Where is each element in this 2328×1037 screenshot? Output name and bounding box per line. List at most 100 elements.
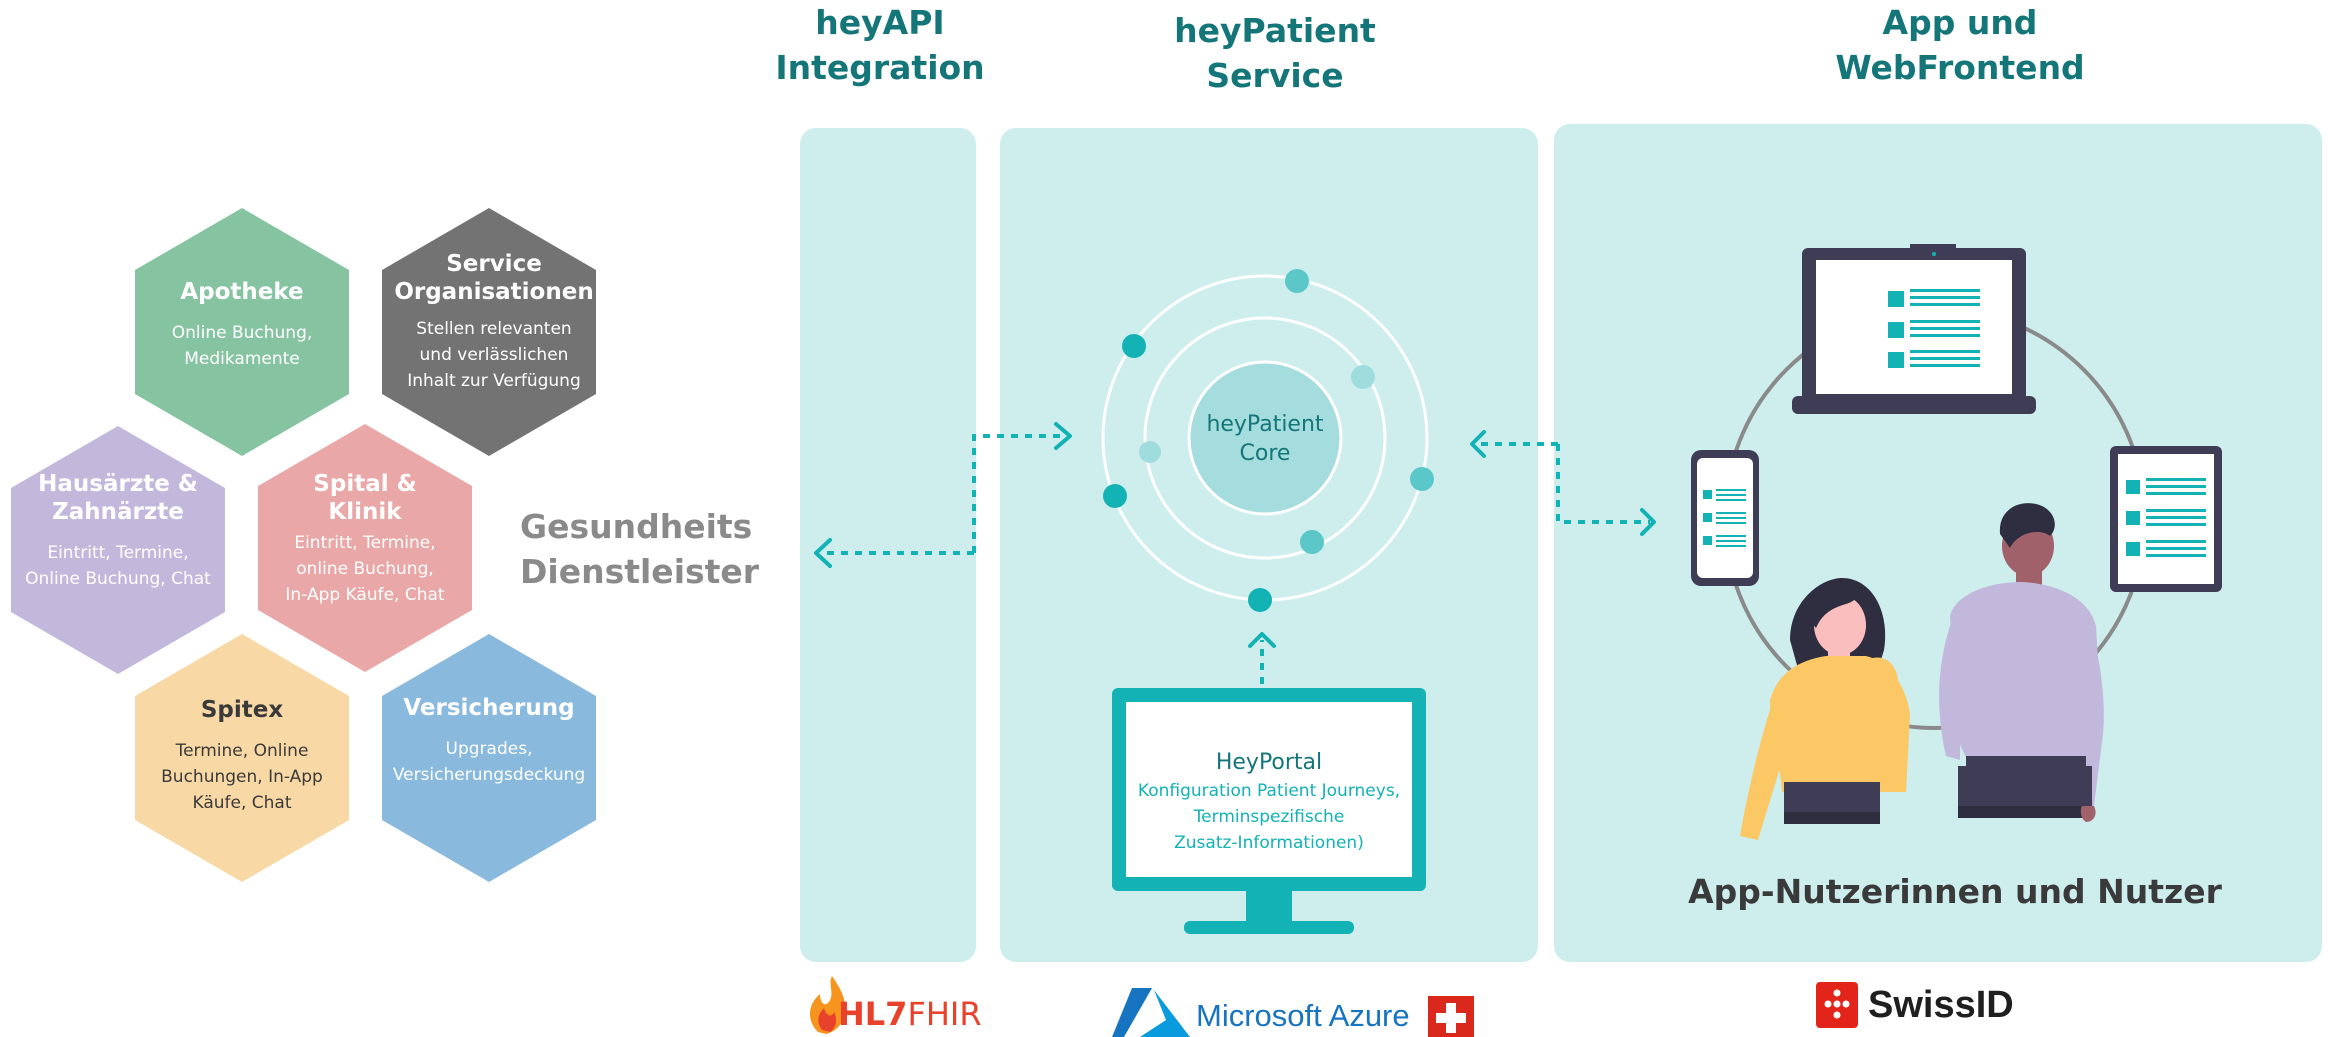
hexagon-title-line: Versicherung (403, 695, 575, 721)
core-label-line1: heyPatient (1206, 412, 1324, 437)
hexagon-desc-line: Termine, Online (175, 741, 309, 761)
hexagon-versicherung (382, 634, 596, 882)
portal-desc-line: Konfiguration Patient Journeys, (1137, 781, 1401, 801)
arrow-head-up-core (1248, 632, 1276, 648)
hl7-fhir-logo: HL7FHIR (838, 992, 982, 1036)
hexagon-desc-line: Versicherungsdeckung (392, 765, 586, 785)
person-man-icon (1939, 503, 2104, 822)
column-title-api-line2: Integration (775, 48, 985, 87)
hexagon-apotheke (135, 208, 349, 456)
hexagon-desc-line: Online Buchung, (171, 323, 313, 343)
hexagon-apotheke-text: Apotheke Online Buchung, Medikamente (140, 278, 344, 372)
hexagon-versicherung-text: Versicherung Upgrades, Versicherungsdeck… (384, 694, 594, 788)
swissid-logo-text: SwissID (1868, 984, 2014, 1026)
api-panel (800, 128, 976, 962)
hexagon-title-line: Hausärzte & (38, 471, 198, 497)
orbit-dot (1122, 334, 1146, 358)
users-label: App-Nutzerinnen und Nutzer (1688, 872, 2222, 911)
swiss-flag-icon (1428, 996, 1474, 1037)
arrow-head-left (814, 538, 832, 568)
hexagon-title: Hausärzte & Zahnärzte (12, 470, 224, 526)
hexagon-desc-line: Medikamente (184, 349, 300, 369)
orbit-dot (1248, 588, 1272, 612)
hl7-text: HL7 (838, 995, 908, 1033)
azure-logo-icon (1112, 988, 1190, 1037)
hexagon-desc-line: Buchungen, In-App (161, 767, 323, 787)
orbit-dots (1103, 269, 1434, 612)
portal-title: HeyPortal (1215, 750, 1323, 775)
hexagon-desc-line: Käufe, Chat (192, 793, 292, 813)
hexagon-hausaerzte-text: Hausärzte & Zahnärzte Eintritt, Termine,… (12, 470, 224, 592)
orbit-dot (1300, 530, 1324, 554)
hexagon-service-organisationen (382, 208, 596, 456)
core-label: heyPatient Core (1185, 410, 1345, 468)
hexagon-desc-line: Eintritt, Termine, (47, 543, 189, 563)
hexagon-service-text: Service Organisationen Stellen relevante… (384, 250, 604, 394)
phone-icon (1691, 450, 1759, 586)
hexagon-title-line: Service (446, 251, 542, 277)
hexagon-desc: Stellen relevanten und verlässlichen Inh… (384, 316, 604, 394)
hexagon-spital (258, 424, 472, 672)
hexagon-desc-line: Upgrades, (445, 739, 533, 759)
column-title-patient-line2: Service (1206, 56, 1344, 95)
azure-logo-text: Microsoft Azure (1196, 998, 1410, 1033)
orbit-dot (1285, 269, 1309, 293)
hexagon-desc: Eintritt, Termine, online Buchung, In-Ap… (262, 530, 468, 608)
orbit-dot (1103, 484, 1127, 508)
orbit-dot (1410, 467, 1434, 491)
hexagon-title-line: Spital & (313, 471, 417, 497)
providers-label: Gesundheits Dienstleister (520, 504, 760, 594)
hexagon-title: Service Organisationen (384, 250, 604, 306)
swissid-logo-icon (1816, 982, 1858, 1028)
hexagon-title-line: Organisationen (394, 279, 594, 305)
hexagons (11, 208, 596, 882)
arrow-core-to-app (1556, 444, 1650, 524)
portal-text: HeyPortal Konfiguration Patient Journeys… (1126, 748, 1412, 856)
arrow-heads (814, 422, 1656, 648)
orbit-dot (1139, 441, 1161, 463)
hexagon-desc-line: Stellen relevanten (416, 319, 572, 339)
column-title-app-line1: App und (1882, 3, 2038, 42)
hexagon-spitex (135, 634, 349, 882)
hexagon-spital-text: Spital & Klinik Eintritt, Termine, onlin… (262, 470, 468, 608)
arrow-head-left-core (1470, 430, 1486, 458)
tablet-icon (2110, 446, 2222, 592)
portal-desc-line: Terminspezifische (1193, 807, 1345, 827)
hexagon-title: Apotheke (140, 278, 344, 306)
monitor-icon (1112, 688, 1426, 934)
column-title-api: heyAPI Integration (760, 0, 1000, 90)
hexagon-title: Spital & Klinik (262, 470, 468, 526)
orbit-dot (1351, 365, 1375, 389)
column-title-patient: heyPatient Service (1135, 8, 1415, 98)
hexagon-hausaerzte (11, 426, 225, 674)
fhir-text: FHIR (907, 995, 982, 1033)
hexagon-desc-line: Online Buchung, Chat (25, 569, 211, 589)
hexagon-desc-line: In-App Käufe, Chat (285, 585, 445, 605)
arrow-head-right-app (1640, 508, 1656, 536)
laptop-icon (1792, 244, 2036, 414)
flame-icon (809, 976, 846, 1034)
hexagon-desc: Eintritt, Termine, Online Buchung, Chat (12, 540, 224, 592)
hexagon-desc-line: und verlässlichen (419, 345, 569, 365)
hexagon-title-line: Klinik (328, 499, 402, 525)
hexagon-desc-line: online Buchung, (296, 559, 434, 579)
hexagon-title-line: Apotheke (180, 279, 304, 305)
hexagon-spitex-text: Spitex Termine, Online Buchungen, In-App… (140, 696, 344, 816)
hexagon-title: Versicherung (384, 694, 594, 722)
column-title-patient-line1: heyPatient (1174, 11, 1376, 50)
hexagon-title-line: Zahnärzte (52, 499, 184, 525)
hexagon-desc-line: Eintritt, Termine, (294, 533, 436, 553)
hexagon-desc: Online Buchung, Medikamente (140, 320, 344, 372)
orbit-ring-middle (1143, 316, 1387, 560)
hexagon-title: Spitex (140, 696, 344, 724)
column-title-api-line1: heyAPI (815, 3, 945, 42)
column-title-app: App und WebFrontend (1810, 0, 2110, 90)
hexagon-desc-line: Inhalt zur Verfügung (407, 371, 581, 391)
arrow-api-to-core (972, 434, 1062, 553)
providers-label-line2: Dienstleister (520, 552, 760, 591)
providers-label-line1: Gesundheits (520, 507, 753, 546)
hexagon-desc: Upgrades, Versicherungsdeckung (384, 736, 594, 788)
portal-desc-line: Zusatz-Informationen) (1174, 833, 1364, 853)
hexagon-title-line: Spitex (200, 697, 284, 723)
